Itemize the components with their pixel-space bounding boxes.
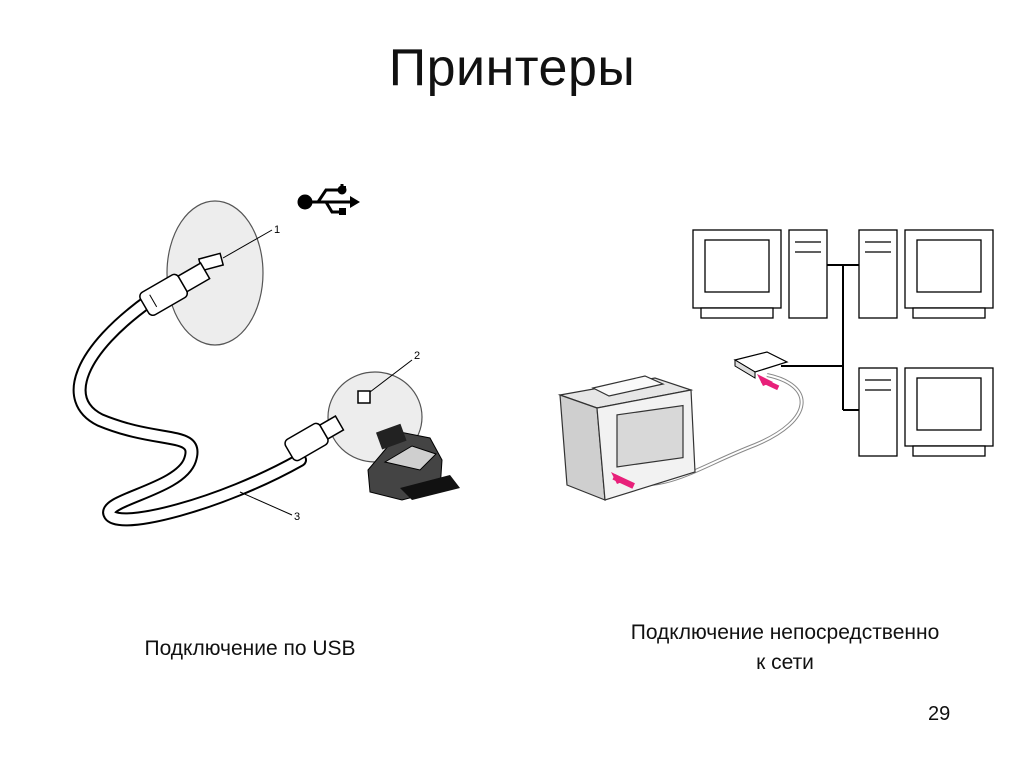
printer [367, 423, 460, 501]
usb-b-port [357, 390, 371, 404]
usb-b-plug [284, 415, 345, 462]
network-caption: Подключение непосредственно к сети [575, 618, 995, 678]
callout-1: 1 [274, 224, 280, 236]
callout-2: 2 [414, 350, 420, 362]
computer-3 [858, 367, 994, 457]
slide-title: Принтеры [388, 39, 636, 97]
network-hub [733, 351, 789, 379]
network-lines [781, 264, 859, 411]
computer-1 [692, 229, 828, 319]
network-connection-illustration [557, 229, 994, 501]
computer-port-zoom [166, 200, 264, 346]
port-arrows [611, 374, 780, 489]
network-caption-line2: к сети [756, 651, 814, 674]
page-number: 29 [928, 703, 951, 725]
callout-3: 3 [294, 511, 300, 523]
usb-a-plug [139, 262, 211, 317]
usb-connection-illustration: 1 2 3 [72, 184, 460, 527]
laser-printer [557, 375, 696, 501]
computer-2 [858, 229, 994, 319]
usb-caption: Подключение по USB [144, 637, 356, 660]
network-caption-line1: Подключение непосредственно [630, 621, 940, 644]
usb-icon [297, 184, 360, 215]
